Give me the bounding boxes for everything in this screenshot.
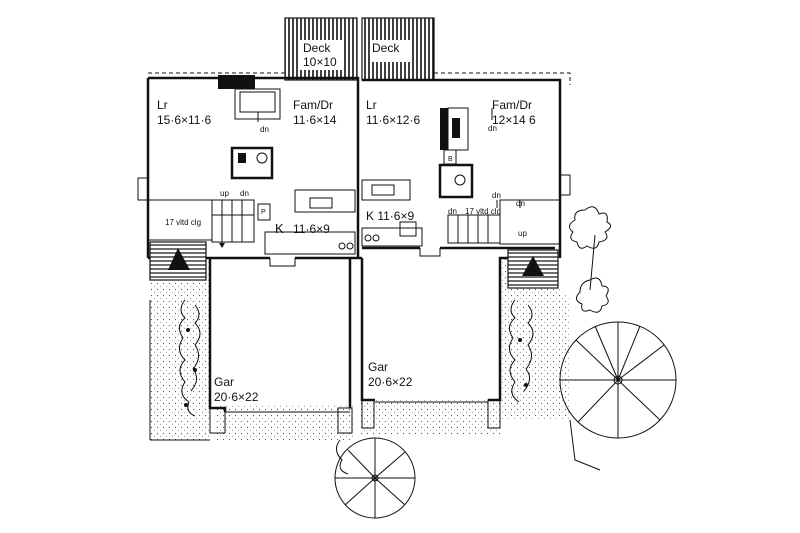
patio-round-right (559, 321, 677, 439)
dn-fireplace-right-label: dn (488, 124, 497, 133)
gar-left-label: Gar (214, 375, 234, 389)
k-right-label: K 11·6×9 (366, 209, 414, 223)
fireplace-left (218, 75, 281, 122)
house-walls (146, 76, 562, 413)
famdr-right-dim: 12×14 6 (492, 113, 536, 127)
dn-right-entry2-label: dn (516, 199, 525, 208)
up-left-label: up (220, 189, 229, 198)
lr-right-dim: 11·6×12·6 (366, 113, 420, 127)
famdr-left-dim: 11·6×14 (293, 113, 337, 127)
deck-left-dim: 10×10 (303, 55, 337, 69)
lr-left-dim: 15·6×11·6 (157, 113, 211, 127)
bath-b-label: B (448, 156, 453, 163)
deck-left-label: Deck (303, 41, 331, 55)
shrubs-right (509, 299, 534, 403)
dn-right-entry-label: dn (492, 191, 501, 200)
tree-right (569, 206, 611, 313)
kitchen-right (361, 179, 423, 247)
gar-left-dim: 20·6×22 (214, 390, 259, 404)
entry-right (499, 174, 571, 289)
bath-left (230, 146, 274, 180)
gar-right-dim: 20·6×22 (368, 375, 413, 389)
lr-right-label: Lr (366, 98, 377, 112)
roof-line (148, 72, 571, 85)
gar-right-label: Gar (368, 360, 388, 374)
garage-doors (209, 399, 501, 434)
stairs-left (211, 199, 255, 243)
shrubs-left (179, 299, 201, 417)
up-right-label: up (518, 229, 527, 238)
site-ground (149, 258, 601, 471)
deck-left (284, 17, 358, 81)
vltd-right-label: 17 vltd clg (465, 207, 501, 216)
entry-left (137, 177, 213, 281)
fireplace-right (440, 107, 493, 151)
pantry-label: P (261, 209, 266, 216)
famdr-left-label: Fam/Dr (293, 98, 333, 112)
patio-round-bottom (334, 437, 416, 519)
bath-right (438, 149, 474, 199)
lr-left-label: Lr (157, 98, 168, 112)
k-left-dim: 11·6×9 (293, 222, 330, 236)
vltd-left-label: 17 vltd clg (165, 218, 201, 227)
dn-fireplace-left-label: dn (260, 125, 269, 134)
deck-right (361, 17, 435, 81)
dn-left-stair-label: dn (240, 189, 249, 198)
deck-right-label: Deck (372, 41, 400, 55)
kitchen-left (257, 189, 356, 255)
k-left-label: K (275, 221, 284, 236)
stair-arrows (219, 200, 521, 248)
famdr-right-label: Fam/Dr (492, 98, 532, 112)
stairs-right (447, 214, 501, 244)
dn-right-stair-label: dn (448, 207, 457, 216)
